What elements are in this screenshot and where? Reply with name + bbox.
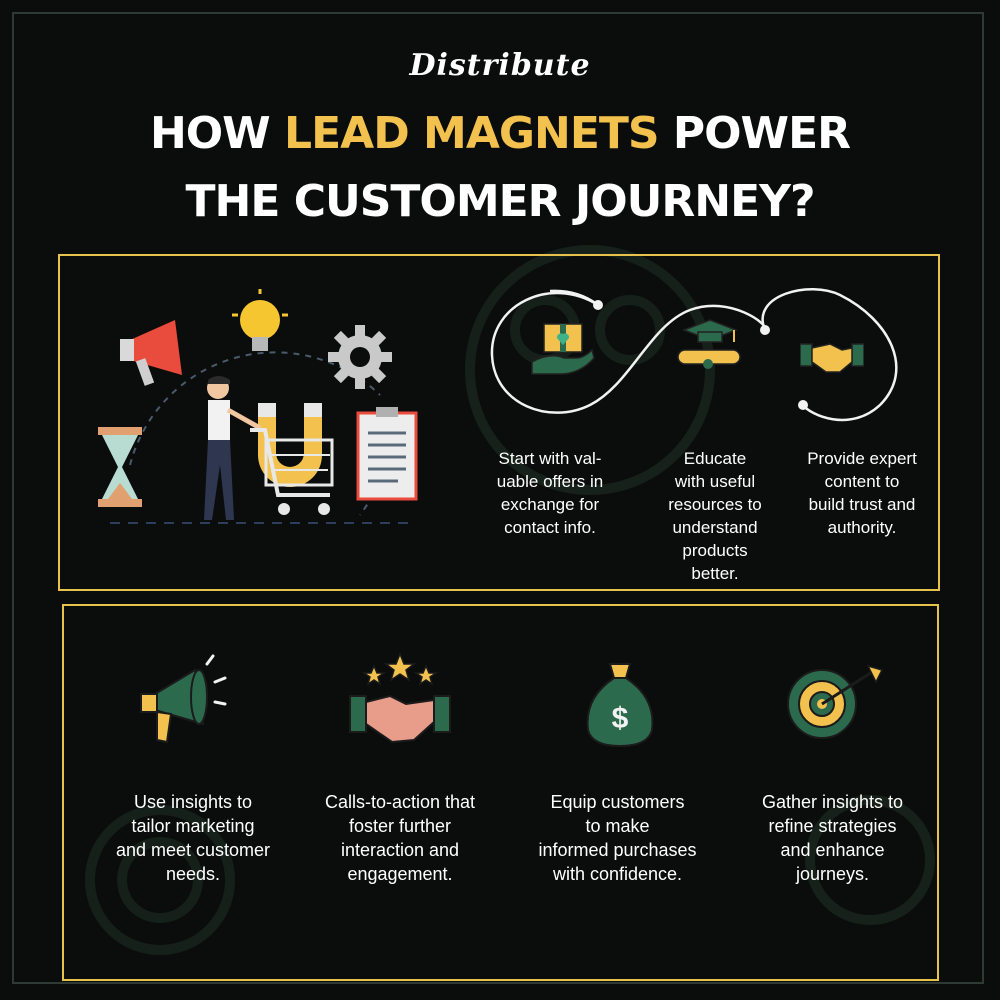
caption-line: Equip customers bbox=[550, 792, 685, 812]
caption-line: authority. bbox=[827, 518, 897, 537]
brand-logo: Distribute bbox=[409, 48, 591, 83]
page-title: HOW LEAD MAGNETS POWER THE CUSTOMER JOUR… bbox=[0, 100, 1000, 236]
title-highlight: LEAD MAGNETS bbox=[284, 108, 660, 159]
journey-caption-3: Provide expert content to build trust an… bbox=[792, 447, 932, 539]
caption-line: uable offers in bbox=[496, 472, 604, 491]
caption-line: Calls-to-action that bbox=[324, 792, 476, 812]
hourglass-icon bbox=[98, 427, 142, 507]
journey-path bbox=[490, 287, 898, 422]
outer-frame bbox=[12, 12, 984, 984]
feature-caption-1: Use insights to tailor marketing and mee… bbox=[88, 790, 298, 886]
target-icon bbox=[787, 664, 884, 739]
handshake-icon bbox=[800, 343, 864, 373]
journey-panel bbox=[58, 254, 940, 591]
lightbulb-icon bbox=[232, 289, 288, 351]
title-text: HOW bbox=[149, 108, 285, 159]
gift-hand-icon bbox=[531, 323, 595, 375]
caption-line: products bbox=[682, 541, 748, 560]
caption-line: and meet customer bbox=[115, 840, 271, 860]
megaphone-icon bbox=[120, 320, 182, 386]
caption-line: Use insights to bbox=[133, 792, 253, 812]
caption-line: Start with val- bbox=[498, 449, 602, 468]
person-icon bbox=[204, 376, 262, 520]
feature-caption-3: Equip customers to make informed purchas… bbox=[515, 790, 720, 886]
caption-line: with useful bbox=[674, 472, 756, 491]
caption-line: better. bbox=[691, 564, 739, 583]
caption-line: interaction and bbox=[340, 840, 460, 860]
caption-line: Educate bbox=[683, 449, 747, 468]
megaphone-icon bbox=[140, 654, 227, 744]
caption-line: with confidence. bbox=[552, 864, 683, 884]
caption-line: exchange for bbox=[500, 495, 600, 514]
caption-line: foster further bbox=[348, 816, 452, 836]
caption-line: and enhance bbox=[780, 840, 885, 860]
feature-caption-4: Gather insights to refine strategies and… bbox=[735, 790, 930, 886]
lead-magnet-illustration bbox=[98, 289, 418, 524]
caption-line: Provide expert bbox=[807, 449, 917, 468]
caption-line: refine strategies bbox=[768, 816, 897, 836]
caption-line: needs. bbox=[165, 864, 221, 884]
caption-line: engagement. bbox=[347, 864, 453, 884]
shopping-cart-icon bbox=[250, 428, 334, 515]
caption-line: Gather insights to bbox=[761, 792, 904, 812]
journey-caption-1: Start with val- uable offers in exchange… bbox=[475, 447, 625, 539]
clipboard-icon bbox=[356, 407, 418, 501]
title-line-1: HOW LEAD MAGNETS POWER bbox=[0, 100, 1000, 168]
features-panel bbox=[62, 604, 939, 981]
caption-line: content to bbox=[824, 472, 900, 491]
caption-line: journeys. bbox=[795, 864, 870, 884]
caption-line: informed purchases bbox=[538, 840, 697, 860]
journey-caption-2: Educate with useful resources to underst… bbox=[640, 447, 790, 585]
graduation-diploma-icon bbox=[677, 319, 741, 369]
feature-caption-2: Calls-to-action that foster further inte… bbox=[300, 790, 500, 886]
caption-line: resources to bbox=[668, 495, 762, 514]
money-bag-icon: $ bbox=[586, 663, 654, 748]
handshake-stars-icon bbox=[349, 652, 451, 744]
title-line-2: THE CUSTOMER JOURNEY? bbox=[185, 176, 815, 227]
caption-line: contact info. bbox=[504, 518, 596, 537]
caption-line: tailor marketing bbox=[131, 816, 255, 836]
title-text: POWER bbox=[658, 108, 851, 159]
caption-line: understand bbox=[672, 518, 758, 537]
caption-line: build trust and bbox=[808, 495, 916, 514]
gear-icon bbox=[328, 325, 392, 389]
svg-text:$: $ bbox=[612, 702, 629, 735]
caption-line: to make bbox=[585, 816, 650, 836]
